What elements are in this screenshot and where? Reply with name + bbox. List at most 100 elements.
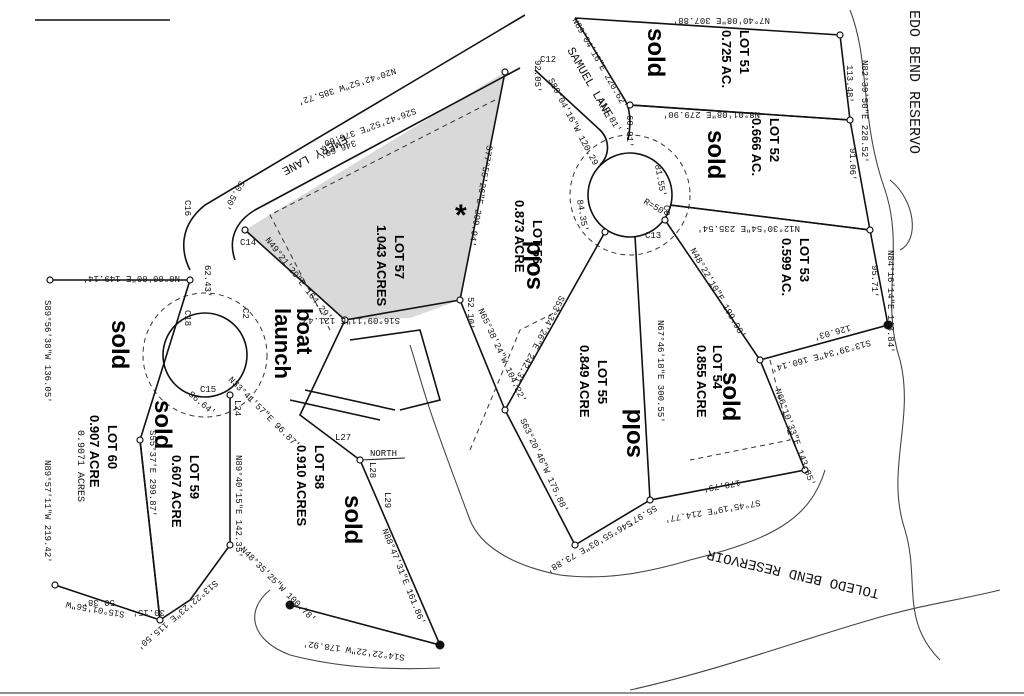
pin: [661, 216, 669, 224]
pin: [285, 600, 295, 610]
bearing-label: N0°00'00"E 149.14': [83, 273, 180, 283]
lot-60-label: LOT 60: [105, 425, 120, 469]
pin: [356, 456, 364, 464]
shoreline-east-bend: [889, 179, 913, 251]
bearing-label: N84°16'14"E 143.84': [885, 250, 895, 353]
lot-51-boundary: [574, 17, 851, 121]
reservoir-label-top-right: EDO BEND RESERVO: [905, 10, 922, 154]
pin: [226, 541, 234, 549]
bearing-label: S63°20'46"W 175.88': [517, 417, 569, 514]
pin: [601, 228, 609, 236]
bearing-label: S53°34'26"E 242.31': [509, 294, 566, 389]
bearing-label: 55.97': [625, 502, 658, 527]
lot-53-boundary: [669, 204, 889, 361]
emery-lane-north-edge: [183, 14, 526, 271]
north-label: NORTH: [370, 449, 397, 459]
pin: [51, 581, 59, 589]
bearing-label: N67°46'18"E 300.55': [655, 320, 665, 423]
curve-tag: C13: [645, 231, 661, 241]
bearing-label: S16°09'11"E 121.42': [297, 315, 400, 325]
lot-60-area-alt: 0.9071 ACRES: [74, 430, 85, 502]
lot-56-area: 0.873 ACRE: [512, 200, 527, 273]
lot-52-status: sold: [702, 130, 729, 179]
lot-53-label: LOT 53: [797, 238, 812, 282]
launch-label: launch: [270, 308, 295, 379]
bearing-label: 50.50': [221, 179, 246, 212]
bearing-label: N12°30'54"E 235.54': [697, 223, 800, 233]
lot-58-label: LOT 58: [312, 445, 327, 489]
bearing-label: 178.79': [702, 477, 741, 493]
pin: [226, 391, 234, 399]
shoreline-bottom-left: [254, 589, 441, 670]
pin: [186, 276, 194, 284]
pin: [46, 276, 54, 284]
pin: [883, 320, 893, 330]
lot-59-area: 0.607 ACRE: [169, 455, 184, 528]
samuel-cul-de-sac: [587, 152, 673, 238]
bearing-label: N88°47'31"E 161.86': [379, 527, 427, 626]
pin: [136, 436, 144, 444]
bearing-label: 81.55': [652, 164, 667, 198]
emery-cul-de-sac-setback: [142, 292, 268, 418]
boat-launch-ramp-2: [289, 399, 381, 421]
pin: [241, 226, 249, 234]
boat-label: boat: [292, 308, 317, 355]
bearing-label: S89°56'38"W 136.05': [42, 300, 52, 403]
bearing-label: N89°57'11"W 219.42': [42, 460, 52, 563]
lot-58-area: 0.910 ACRES: [294, 445, 309, 526]
curve-tag: L27: [335, 433, 351, 443]
curve-tag: L29: [382, 492, 392, 508]
lot-55-label: LOT 55: [595, 360, 610, 404]
lot-57-label: LOT 57: [392, 235, 407, 279]
pin: [836, 31, 844, 39]
setback-lot-56-55: [469, 309, 561, 451]
bearing-label: 62.43': [202, 265, 212, 297]
pin: [866, 226, 874, 234]
pin: [156, 616, 164, 624]
curve-tag: C2: [240, 308, 250, 319]
bearing-label: N8°01'08"E 279.90': [663, 109, 760, 119]
bearing-label: N82°39'50"E 228.52': [859, 60, 869, 163]
boat-launch-ramp-1: [304, 389, 396, 411]
pin: [626, 101, 634, 109]
curve-tag: C16: [182, 200, 192, 216]
pin: [501, 68, 509, 76]
lot-54-status: sold: [717, 372, 744, 421]
bearing-label: S46°55'03"E 73.88': [544, 517, 633, 574]
curve-tag: C14: [240, 238, 256, 248]
emery-lane-south-edge: [231, 67, 521, 261]
lot-58-status: sold: [339, 495, 366, 544]
bearing-label: 30.15': [133, 607, 165, 617]
boat-launch-outline: [349, 329, 441, 411]
bearing-label: 84.35': [574, 199, 589, 233]
bearing-label: N48°22'10"E 199.98': [687, 247, 747, 341]
north-arrow-line: [359, 457, 406, 461]
lot-57-shading: [245, 72, 505, 320]
pin: [501, 406, 509, 414]
pin: [341, 316, 349, 324]
bearing-label: 60.91': [624, 115, 634, 147]
bearing-label: 92.05': [532, 60, 542, 92]
pin: [646, 496, 654, 504]
bearing-label: 91.06': [847, 148, 857, 180]
pin: [846, 116, 854, 124]
survey-pins: [46, 31, 893, 650]
pin: [801, 466, 809, 474]
pin: [571, 541, 579, 549]
shoreline-far-bottom: [629, 589, 1001, 691]
lot-51-area: 0.725 AC.: [719, 30, 734, 88]
curve-tag: C9: [661, 205, 671, 216]
bearing-label: N7°40'08"E 307.88': [673, 15, 770, 25]
bearing-label: 113.48': [844, 65, 854, 103]
pin: [756, 356, 764, 364]
curve-tag: L24: [232, 400, 242, 416]
curve-tag: L28: [367, 462, 377, 478]
lot-57-area: 1.043 ACRES: [374, 225, 389, 306]
reservoir-label-bottom: TOLEDO BEND RESERVOIR: [705, 545, 881, 600]
curve-tag: C12: [540, 55, 556, 65]
bearing-label: 95.71': [869, 265, 879, 297]
lot-60-status: sold: [106, 320, 133, 369]
samuel-lane-east-edge: [574, 17, 631, 141]
bearing-label: S55°37'E 299.87': [147, 430, 157, 516]
